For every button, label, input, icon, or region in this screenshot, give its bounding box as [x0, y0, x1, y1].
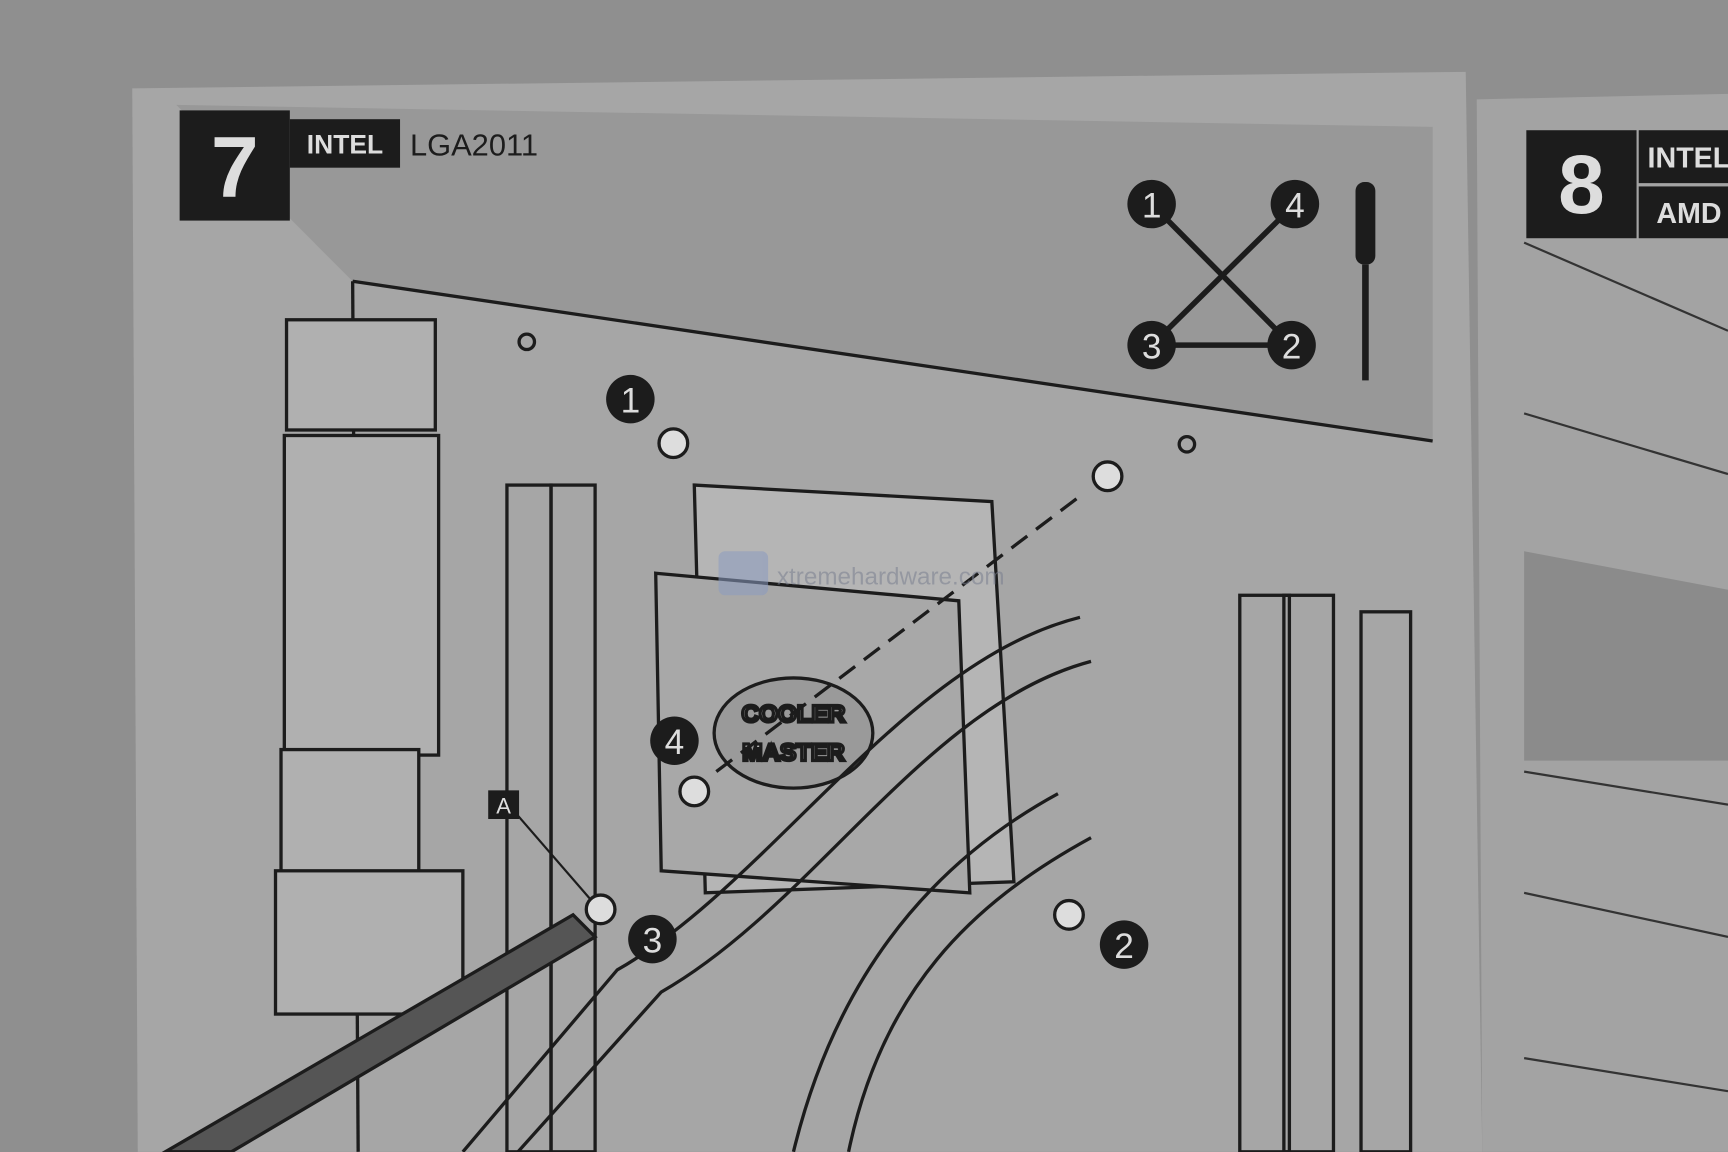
- step-8-platform-intel: [1638, 130, 1728, 184]
- step-8-panel: [1524, 551, 1728, 761]
- screw-callout: 2: [1099, 920, 1149, 969]
- sequence-node: 4: [1270, 179, 1320, 229]
- svg-text:2: 2: [1114, 927, 1134, 966]
- sequence-node: 3: [1127, 320, 1176, 370]
- svg-text:2: 2: [1282, 327, 1302, 366]
- screwdriver-icon: [1355, 182, 1376, 381]
- svg-text:1: 1: [1142, 186, 1162, 225]
- step-8-number: 8: [1558, 137, 1605, 231]
- socket-label: LGA2011: [410, 128, 538, 163]
- screw: [584, 427, 1124, 931]
- svg-text:xtremehardware.com: xtremehardware.com: [777, 563, 1005, 590]
- svg-text:A: A: [496, 793, 511, 818]
- svg-text:AMD: AMD: [1656, 198, 1721, 230]
- coolant-tubes: [461, 615, 1092, 1152]
- cooler-master-logo: [712, 676, 875, 790]
- detail-label-a: A: [488, 790, 591, 900]
- alignment-line: [715, 494, 1081, 773]
- platform-badge: [289, 119, 401, 168]
- screw-callout: 4: [650, 716, 699, 765]
- screw-callout: 1: [606, 374, 655, 424]
- svg-text:3: 3: [643, 921, 663, 960]
- screw-callout: 3: [628, 914, 677, 964]
- svg-text:4: 4: [1285, 186, 1305, 225]
- sequence-node: 1: [1127, 179, 1176, 229]
- platform-label: INTEL: [307, 129, 383, 159]
- step-7-panel: [176, 104, 1433, 441]
- svg-text:3: 3: [1142, 327, 1162, 366]
- step-8-badge: [1526, 130, 1637, 239]
- svg-text:MASTER: MASTER: [742, 740, 844, 767]
- sequence-node: 2: [1267, 320, 1316, 370]
- watermark: xtremehardware.com: [718, 551, 1005, 596]
- motherboard-drawing: [273, 279, 1433, 1152]
- step-8-platform-amd: [1638, 186, 1728, 239]
- pump-block: COOLER MASTER: [654, 483, 1016, 895]
- svg-text:4: 4: [665, 723, 685, 762]
- svg-text:INTEL: INTEL: [1648, 143, 1728, 175]
- svg-text:COOLER: COOLER: [742, 701, 846, 728]
- step-7-number: 7: [211, 119, 259, 215]
- step-7-badge: [179, 110, 290, 221]
- svg-text:1: 1: [621, 381, 641, 420]
